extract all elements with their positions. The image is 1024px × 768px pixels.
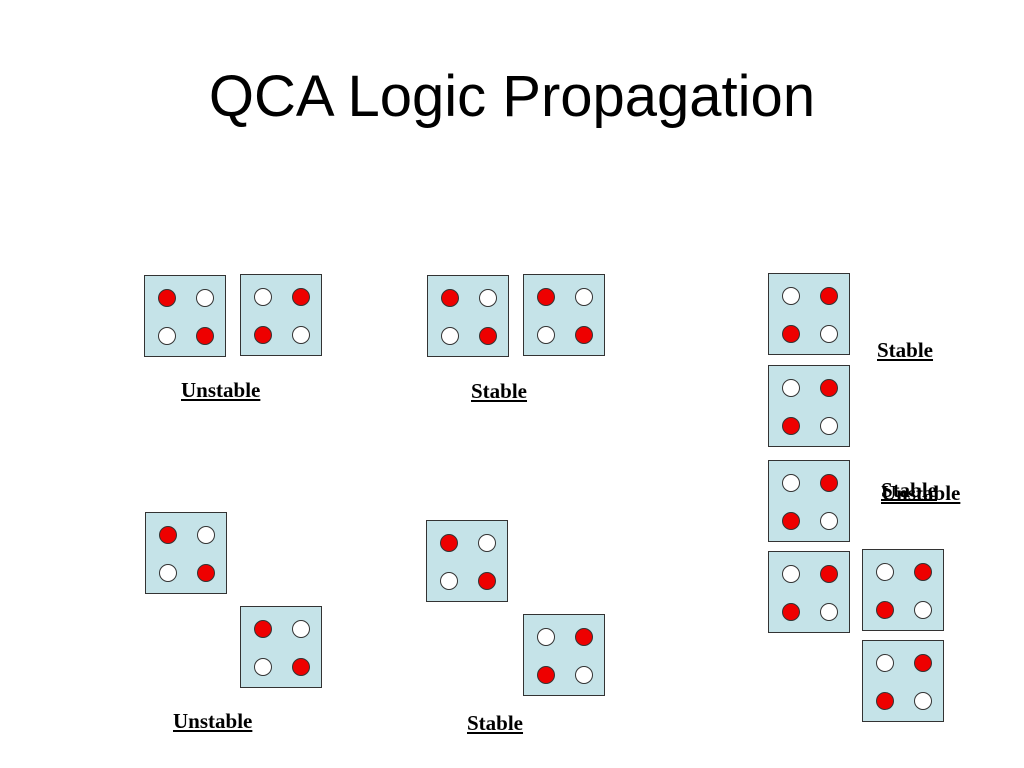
qca-cell <box>240 274 322 356</box>
empty-dot <box>254 658 272 676</box>
qca-cell <box>523 614 605 696</box>
qca-cell <box>768 365 850 447</box>
empty-dot <box>914 601 932 619</box>
polarized-dot <box>537 288 555 306</box>
state-label-right-mid-a: Stable <box>881 478 938 502</box>
empty-dot <box>537 326 555 344</box>
polarized-dot <box>782 417 800 435</box>
polarized-dot <box>478 572 496 590</box>
empty-dot <box>197 526 215 544</box>
empty-dot <box>159 564 177 582</box>
empty-dot <box>782 379 800 397</box>
empty-dot <box>820 603 838 621</box>
empty-dot <box>820 325 838 343</box>
state-label-top-middle: Stable <box>471 379 528 403</box>
qca-cell <box>768 273 850 355</box>
polarized-dot <box>876 601 894 619</box>
empty-dot <box>575 666 593 684</box>
state-label-bottom-middle: Stable <box>467 711 524 735</box>
empty-dot <box>196 289 214 307</box>
polarized-dot <box>820 379 838 397</box>
polarized-dot <box>254 326 272 344</box>
polarized-dot <box>575 628 593 646</box>
empty-dot <box>441 327 459 345</box>
polarized-dot <box>820 287 838 305</box>
qca-cell <box>144 275 226 357</box>
polarized-dot <box>292 288 310 306</box>
polarized-dot <box>537 666 555 684</box>
empty-dot <box>254 288 272 306</box>
polarized-dot <box>575 326 593 344</box>
empty-dot <box>158 327 176 345</box>
state-label-right-top: Stable <box>877 338 934 362</box>
qca-cell <box>862 640 944 722</box>
empty-dot <box>820 512 838 530</box>
empty-dot <box>782 287 800 305</box>
qca-cell <box>427 275 509 357</box>
empty-dot <box>820 417 838 435</box>
polarized-dot <box>914 654 932 672</box>
polarized-dot <box>876 692 894 710</box>
polarized-dot <box>782 512 800 530</box>
empty-dot <box>292 620 310 638</box>
empty-dot <box>537 628 555 646</box>
polarized-dot <box>820 474 838 492</box>
polarized-dot <box>479 327 497 345</box>
polarized-dot <box>292 658 310 676</box>
polarized-dot <box>254 620 272 638</box>
polarized-dot <box>159 526 177 544</box>
empty-dot <box>478 534 496 552</box>
empty-dot <box>914 692 932 710</box>
qca-cell <box>523 274 605 356</box>
polarized-dot <box>782 603 800 621</box>
polarized-dot <box>158 289 176 307</box>
empty-dot <box>575 288 593 306</box>
qca-cell <box>145 512 227 594</box>
empty-dot <box>876 654 894 672</box>
qca-cell <box>768 460 850 542</box>
polarized-dot <box>440 534 458 552</box>
empty-dot <box>440 572 458 590</box>
empty-dot <box>782 565 800 583</box>
polarized-dot <box>441 289 459 307</box>
empty-dot <box>292 326 310 344</box>
polarized-dot <box>197 564 215 582</box>
empty-dot <box>876 563 894 581</box>
polarized-dot <box>914 563 932 581</box>
qca-cell <box>862 549 944 631</box>
qca-cell <box>768 551 850 633</box>
page-title: QCA Logic Propagation <box>208 64 816 129</box>
state-label-top-left: Unstable <box>181 378 261 402</box>
polarized-dot <box>820 565 838 583</box>
empty-dot <box>479 289 497 307</box>
empty-dot <box>782 474 800 492</box>
qca-cell <box>426 520 508 602</box>
qca-cell <box>240 606 322 688</box>
polarized-dot <box>782 325 800 343</box>
state-label-bottom-left: Unstable <box>173 709 253 733</box>
state-label-right-mid-b: Unstable <box>881 481 961 505</box>
polarized-dot <box>196 327 214 345</box>
